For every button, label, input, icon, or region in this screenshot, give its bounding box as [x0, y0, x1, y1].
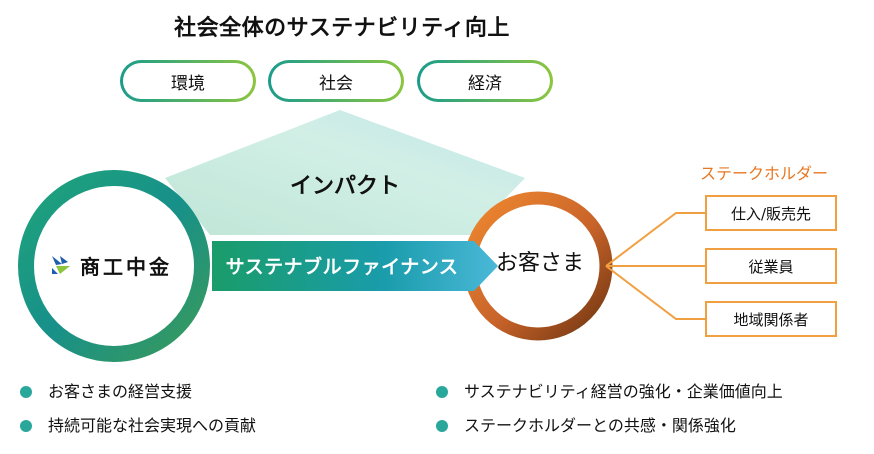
bullet-dot-icon	[436, 386, 448, 398]
list-item: サステナビリティ経営の強化・企業価値向上	[432, 380, 783, 414]
pillar-society: 社会	[268, 60, 404, 102]
list-item: 持続可能な社会実現への貢献	[16, 414, 256, 448]
bank-logo: 商工中金	[48, 250, 172, 280]
bank-ring	[18, 170, 210, 362]
bullet-text: ステークホルダーとの共感・関係強化	[464, 416, 736, 435]
list-item: ステークホルダーとの共感・関係強化	[432, 414, 783, 448]
page-title: 社会全体のサステナビリティ向上	[174, 16, 510, 41]
impact-label: インパクト	[289, 174, 400, 199]
impact-triangle	[165, 110, 525, 235]
customer-label: お客さま	[495, 251, 584, 276]
bullet-text: 持続可能な社会実現への貢献	[48, 416, 257, 435]
bank-name: 商工中金	[80, 254, 172, 279]
pillar-economy: 経済	[417, 60, 553, 102]
stakeholder-employees: 従業員	[705, 248, 837, 284]
finance-label: サステナブルファイナンス	[225, 255, 459, 278]
bullets-right: サステナビリティ経営の強化・企業価値向上 ステークホルダーとの共感・関係強化	[432, 380, 783, 448]
stakeholder-community: 地域関係者	[705, 301, 837, 337]
bullet-text: サステナビリティ経営の強化・企業価値向上	[464, 382, 783, 401]
bullet-text: お客さまの経営支援	[48, 382, 193, 401]
pillar-environment: 環境	[120, 60, 256, 102]
stakeholder-connectors	[605, 212, 705, 320]
arrow-right-icon	[212, 241, 498, 291]
bullets-left: お客さまの経営支援 持続可能な社会実現への貢献	[16, 380, 256, 448]
bullet-dot-icon	[20, 386, 32, 398]
bullet-dot-icon	[20, 420, 32, 432]
bank-logo-icon	[52, 256, 70, 274]
list-item: お客さまの経営支援	[16, 380, 256, 414]
stakeholder-suppliers: 仕入/販売先	[705, 195, 837, 231]
bullet-dot-icon	[436, 420, 448, 432]
stakeholder-title: ステークホルダー	[700, 164, 829, 183]
